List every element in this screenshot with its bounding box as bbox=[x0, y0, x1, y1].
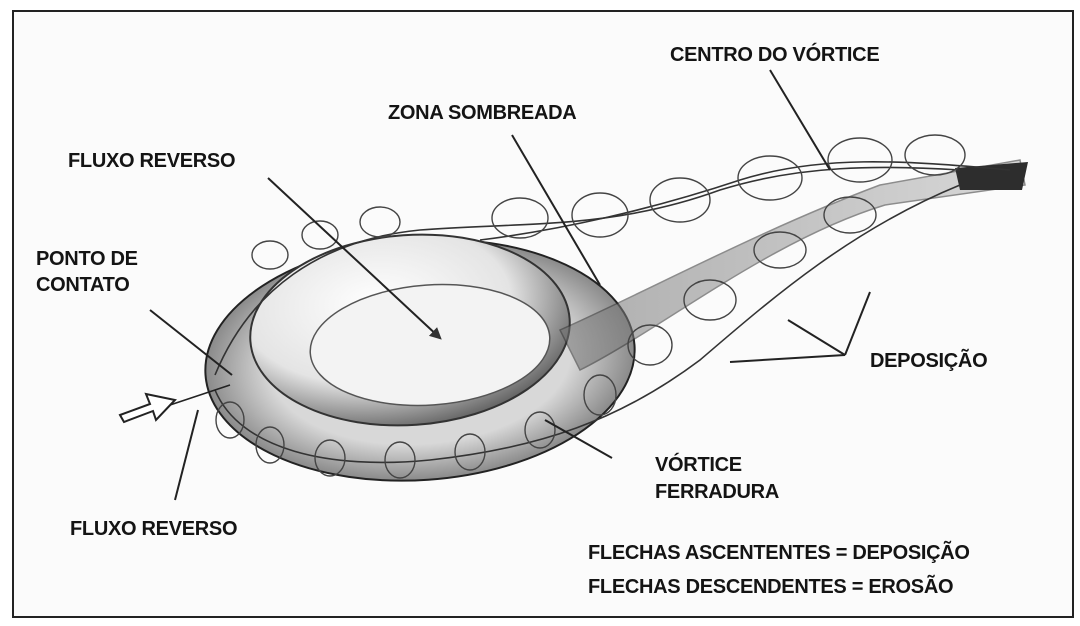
label-zona-sombreada: ZONA SOMBREADA bbox=[388, 100, 576, 126]
legend-descending-arrows: FLECHAS DESCENDENTES = EROSÃO bbox=[588, 574, 953, 600]
incoming-flow-arrow bbox=[120, 394, 175, 422]
label-ferradura: FERRADURA bbox=[655, 479, 779, 505]
legend-ascending-arrows: FLECHAS ASCENTENTES = DEPOSIÇÃO bbox=[588, 540, 970, 566]
label-contato: CONTATO bbox=[36, 272, 129, 298]
label-deposicao: DEPOSIÇÃO bbox=[870, 348, 987, 374]
label-centro-do-vortice: CENTRO DO VÓRTICE bbox=[670, 42, 879, 68]
label-vortice: VÓRTICE bbox=[655, 452, 742, 478]
label-fluxo-reverso-bottom: FLUXO REVERSO bbox=[70, 516, 237, 542]
label-ponto-de: PONTO DE bbox=[36, 246, 138, 272]
label-fluxo-reverso-top: FLUXO REVERSO bbox=[68, 148, 235, 174]
